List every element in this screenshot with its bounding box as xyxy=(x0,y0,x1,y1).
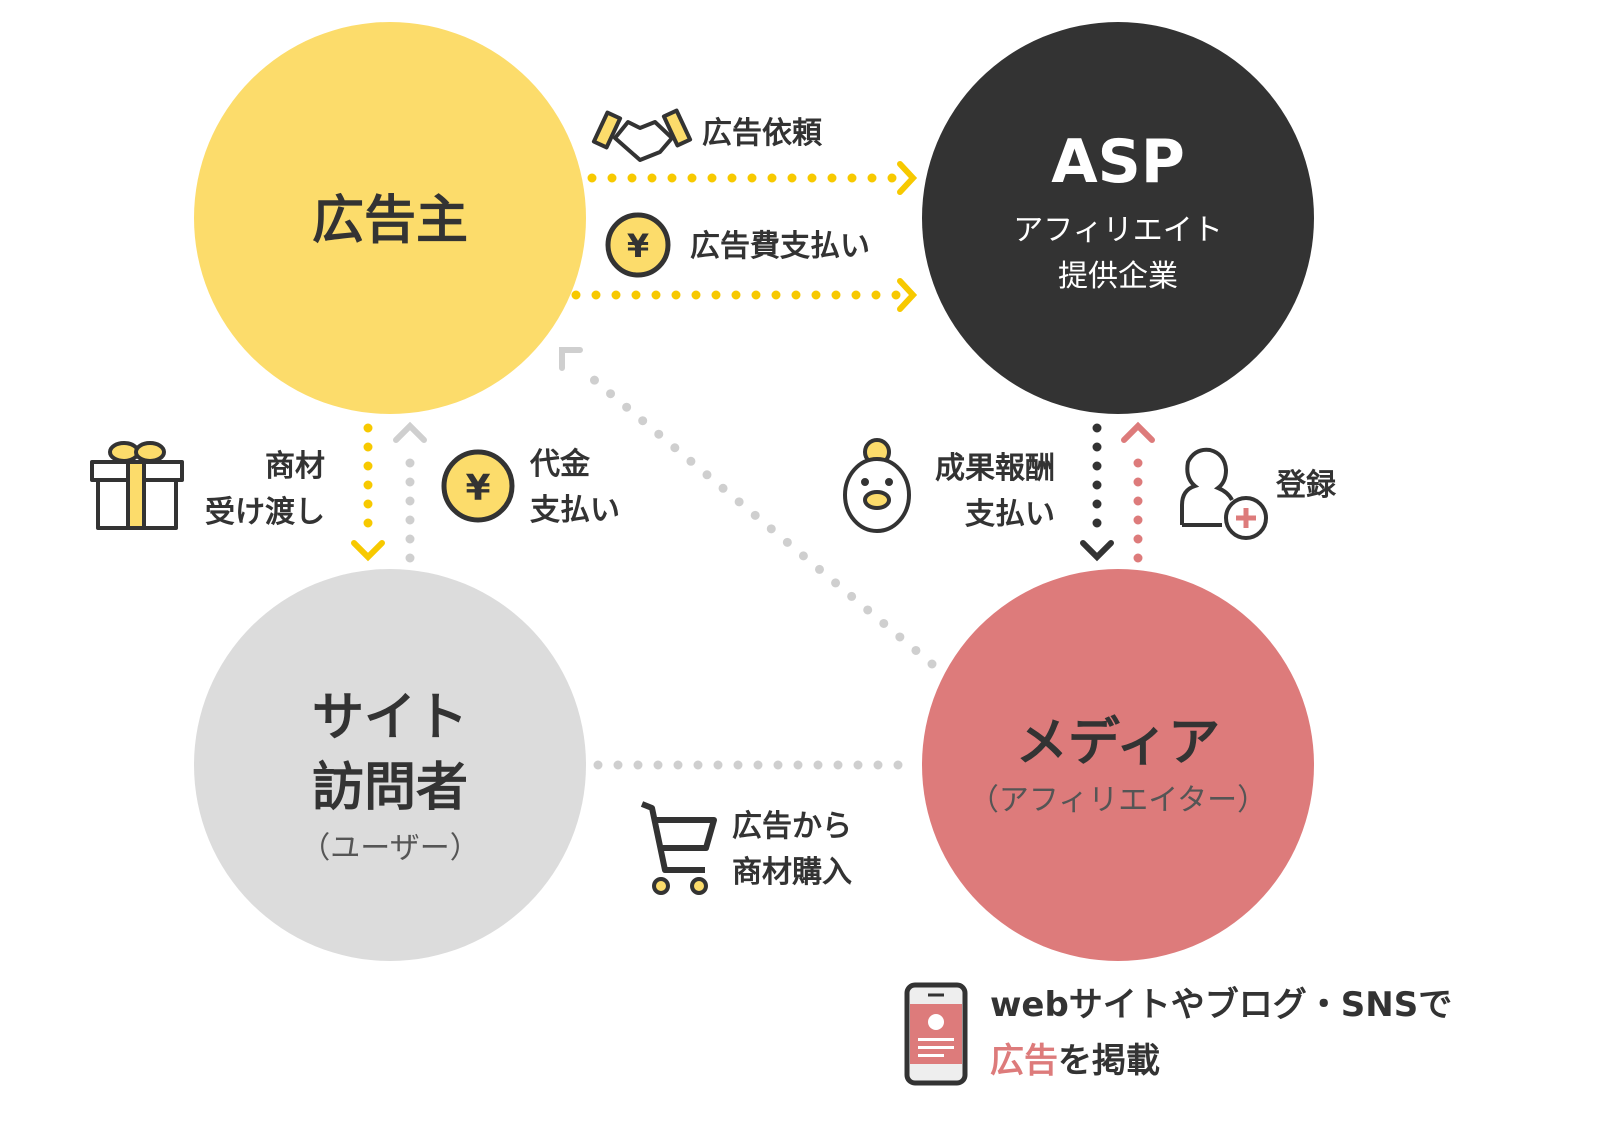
purchase-label-2: 商材購入 xyxy=(732,855,852,890)
node-advertiser: 広告主 xyxy=(194,22,586,414)
register-arrowhead xyxy=(1121,421,1155,443)
footer-line-2-rest: を掲載 xyxy=(1058,1041,1160,1081)
media-to-advertiser-arrowhead xyxy=(559,347,583,371)
visitor-title-2: 訪問者 xyxy=(312,758,468,818)
yen-coin-icon: ¥ xyxy=(441,449,515,523)
ad-request-label: 広告依頼 xyxy=(702,116,823,151)
user-add-icon xyxy=(1180,447,1268,540)
goods-delivery-label-1: 商材 xyxy=(265,449,325,484)
asp-title: ASP xyxy=(1051,127,1185,197)
svg-text:¥: ¥ xyxy=(627,227,649,265)
payment-label-2: 支払い xyxy=(530,493,620,528)
reward-label-2: 支払い xyxy=(965,497,1055,532)
piggy-bank-icon xyxy=(843,438,911,533)
node-visitor: サイト 訪問者 （ユーザー） xyxy=(194,569,586,961)
visitor-subtitle: （ユーザー） xyxy=(300,831,479,866)
yen-coin-icon: ¥ xyxy=(605,212,671,278)
svg-text:¥: ¥ xyxy=(465,468,490,509)
reward-arrowhead xyxy=(1080,540,1114,562)
media-title: メディア xyxy=(1016,713,1220,773)
purchase-label-1: 広告から xyxy=(732,809,852,844)
media-to-advertiser-arrow xyxy=(575,363,937,669)
goods-delivery-label-2: 受け渡し xyxy=(205,495,325,530)
ad-request-arrowhead xyxy=(897,161,918,195)
smartphone-icon xyxy=(904,982,968,1086)
visitor-title-1: サイト xyxy=(312,688,468,748)
footer-line-1: webサイトやブログ・SNSで xyxy=(990,985,1452,1025)
reward-label-1: 成果報酬 xyxy=(935,451,1055,486)
payment-label-1: 代金 xyxy=(529,447,591,482)
handshake-icon xyxy=(591,108,693,162)
asp-subtitle-2: 提供企業 xyxy=(1058,259,1178,294)
node-media: メディア （アフィリエイター） xyxy=(922,569,1314,961)
footer-line-2: 広告を掲載 xyxy=(990,1041,1160,1081)
footer-highlight: 広告 xyxy=(990,1041,1058,1081)
gift-icon xyxy=(90,441,184,530)
payment-arrowhead xyxy=(393,421,427,443)
node-asp: ASP アフィリエイト 提供企業 xyxy=(922,22,1314,414)
asp-subtitle-1: アフィリエイト xyxy=(1013,213,1222,248)
goods-delivery-arrowhead xyxy=(351,540,385,562)
advertiser-title: 広告主 xyxy=(312,191,468,251)
media-subtitle: （アフィリエイター） xyxy=(969,783,1267,818)
ad-fee-arrowhead xyxy=(897,278,918,312)
ad-fee-label: 広告費支払い xyxy=(690,229,870,264)
register-label: 登録 xyxy=(1275,468,1337,503)
cart-icon xyxy=(640,801,717,895)
